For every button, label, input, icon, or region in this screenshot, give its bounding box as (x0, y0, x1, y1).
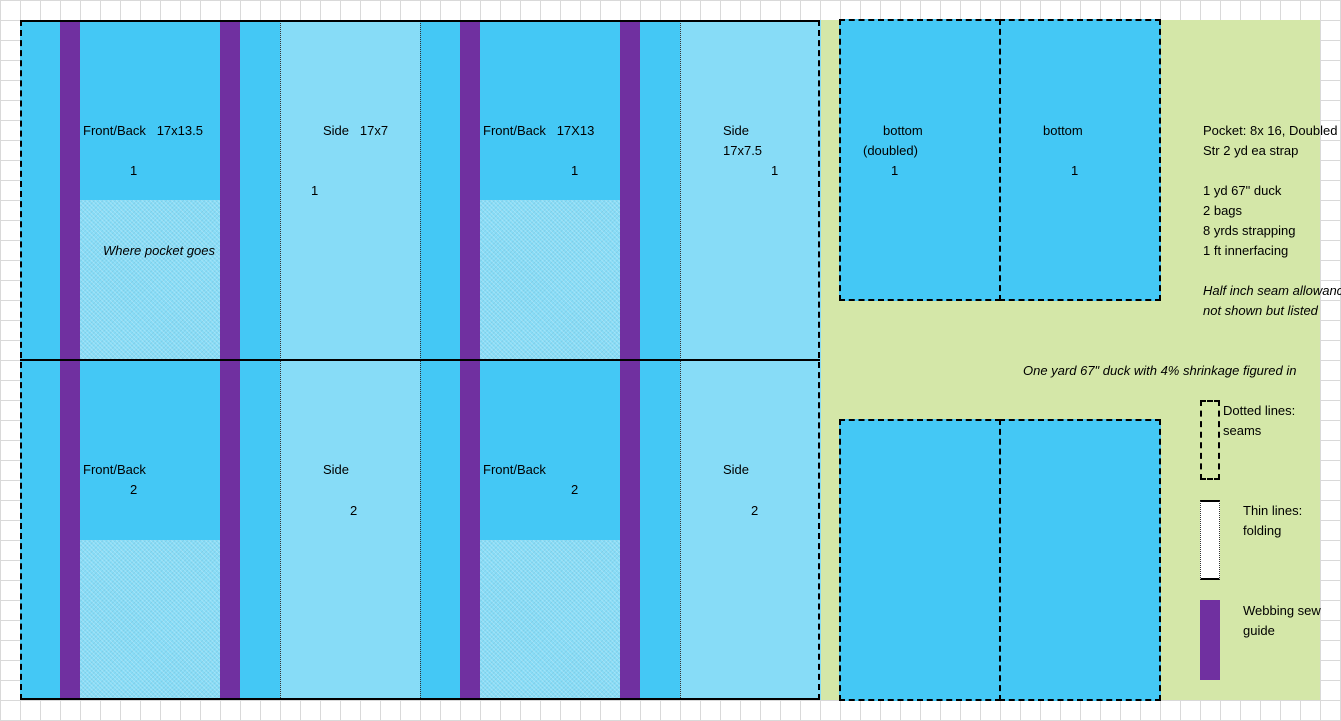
row-divider (20, 359, 820, 361)
note-duck: 1 yd 67" duck (1203, 183, 1282, 198)
legend-dotted-swatch (1200, 400, 1220, 480)
pocket-area-1b (480, 200, 620, 360)
side-piece-2a (280, 360, 421, 700)
note-shrinkage: One yard 67" duck with 4% shrinkage figu… (1023, 363, 1297, 378)
legend-thin-label: Thin lines: (1243, 503, 1303, 518)
bag-pieces-panel (20, 20, 821, 700)
legend-webbing-label: Webbing sew (1243, 603, 1321, 618)
legend-dotted-label: Dotted lines: (1223, 403, 1296, 418)
piece-label: Front/Back 17X13 (483, 123, 595, 138)
piece-count: 2 (751, 503, 759, 518)
bottom-piece-2b (999, 419, 1161, 701)
piece-count: 2 (130, 482, 138, 497)
piece-label: Front/Back 17x13.5 (83, 123, 203, 138)
note-bags: 2 bags (1203, 203, 1243, 218)
legend-webbing-label: guide (1243, 623, 1275, 638)
piece-count: 1 (891, 163, 899, 178)
piece-dims: 17x7.5 (723, 143, 763, 158)
note-strapping: 8 yrds strapping (1203, 223, 1296, 238)
piece-label: Front/Back (483, 462, 546, 477)
legend-webbing-swatch (1200, 600, 1220, 680)
piece-label: Front/Back (83, 462, 146, 477)
legend-thin-swatch (1200, 500, 1220, 580)
bottom-piece-2a (839, 419, 1001, 701)
piece-label: Side (323, 462, 350, 477)
note-innerfacing: 1 ft innerfacing (1203, 243, 1289, 258)
note-strap: Str 2 yd ea strap (1203, 143, 1299, 158)
note-seam-allowance: Half inch seam allowance (1203, 283, 1341, 298)
piece-label: Side 17x7 (323, 123, 389, 138)
note-seam-listed: not shown but listed (1203, 303, 1318, 318)
side-piece-1a (280, 20, 421, 360)
pocket-area-2b (480, 540, 620, 700)
piece-count: 2 (571, 482, 579, 497)
side-piece-1b (680, 20, 821, 360)
piece-label: bottom (1043, 123, 1083, 138)
pocket-area-2a (80, 540, 220, 700)
piece-count: 1 (571, 163, 579, 178)
piece-count: 1 (1071, 163, 1079, 178)
piece-count: 1 (130, 163, 138, 178)
note-pocket: Pocket: 8x 16, Doubled (1203, 123, 1338, 138)
legend-dotted-label: seams (1223, 423, 1262, 438)
side-piece-2b (680, 360, 821, 700)
pocket-area-1a (80, 200, 220, 360)
piece-count: 1 (311, 183, 319, 198)
bottom-piece-1b (999, 19, 1161, 301)
piece-count: 1 (771, 163, 779, 178)
piece-count: 2 (350, 503, 358, 518)
piece-label: Side (723, 123, 750, 138)
pocket-note: Where pocket goes (103, 243, 216, 258)
piece-label: Side (723, 462, 750, 477)
piece-sublabel: (doubled) (863, 143, 918, 158)
piece-label: bottom (883, 123, 923, 138)
legend-thin-label: folding (1243, 523, 1282, 538)
